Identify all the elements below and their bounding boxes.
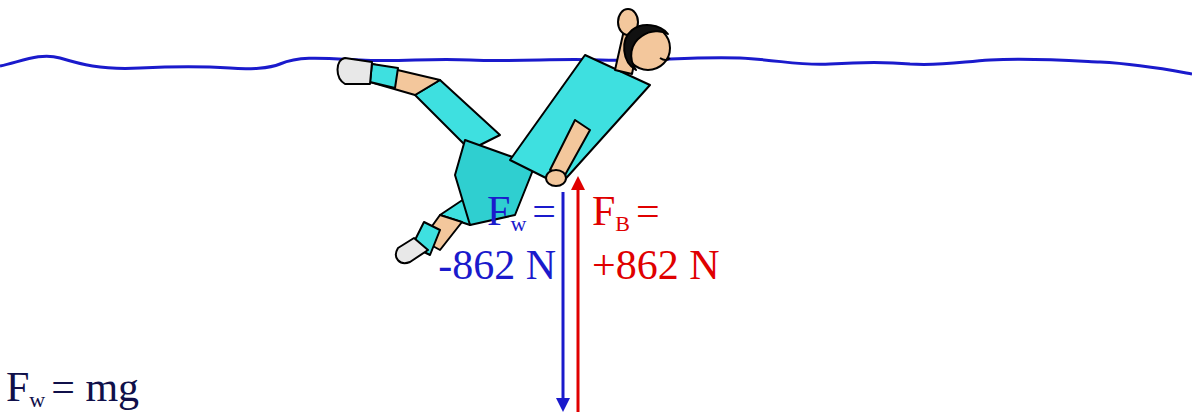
force-text: =	[636, 188, 660, 234]
force-text: F	[487, 188, 510, 234]
weight-arrow	[556, 192, 570, 412]
force-text: F	[592, 188, 615, 234]
buoyancy-arrow	[571, 176, 585, 412]
buoyancy-label: FB=	[592, 188, 660, 236]
subscript: w	[510, 211, 526, 236]
force-text: =	[532, 188, 556, 234]
subscript: w	[29, 387, 45, 412]
force-text: F	[6, 364, 29, 410]
force-text: -862 N	[438, 242, 556, 288]
force-text: +862 N	[592, 242, 720, 288]
subscript: B	[615, 211, 630, 236]
force-text: = mg	[51, 364, 139, 410]
buoyancy-value: +862 N	[592, 242, 720, 288]
person-figure	[338, 9, 671, 263]
weight-label: Fw=	[487, 188, 556, 236]
weight-value: -862 N	[438, 242, 556, 288]
weight-formula: Fw= mg	[6, 364, 139, 412]
